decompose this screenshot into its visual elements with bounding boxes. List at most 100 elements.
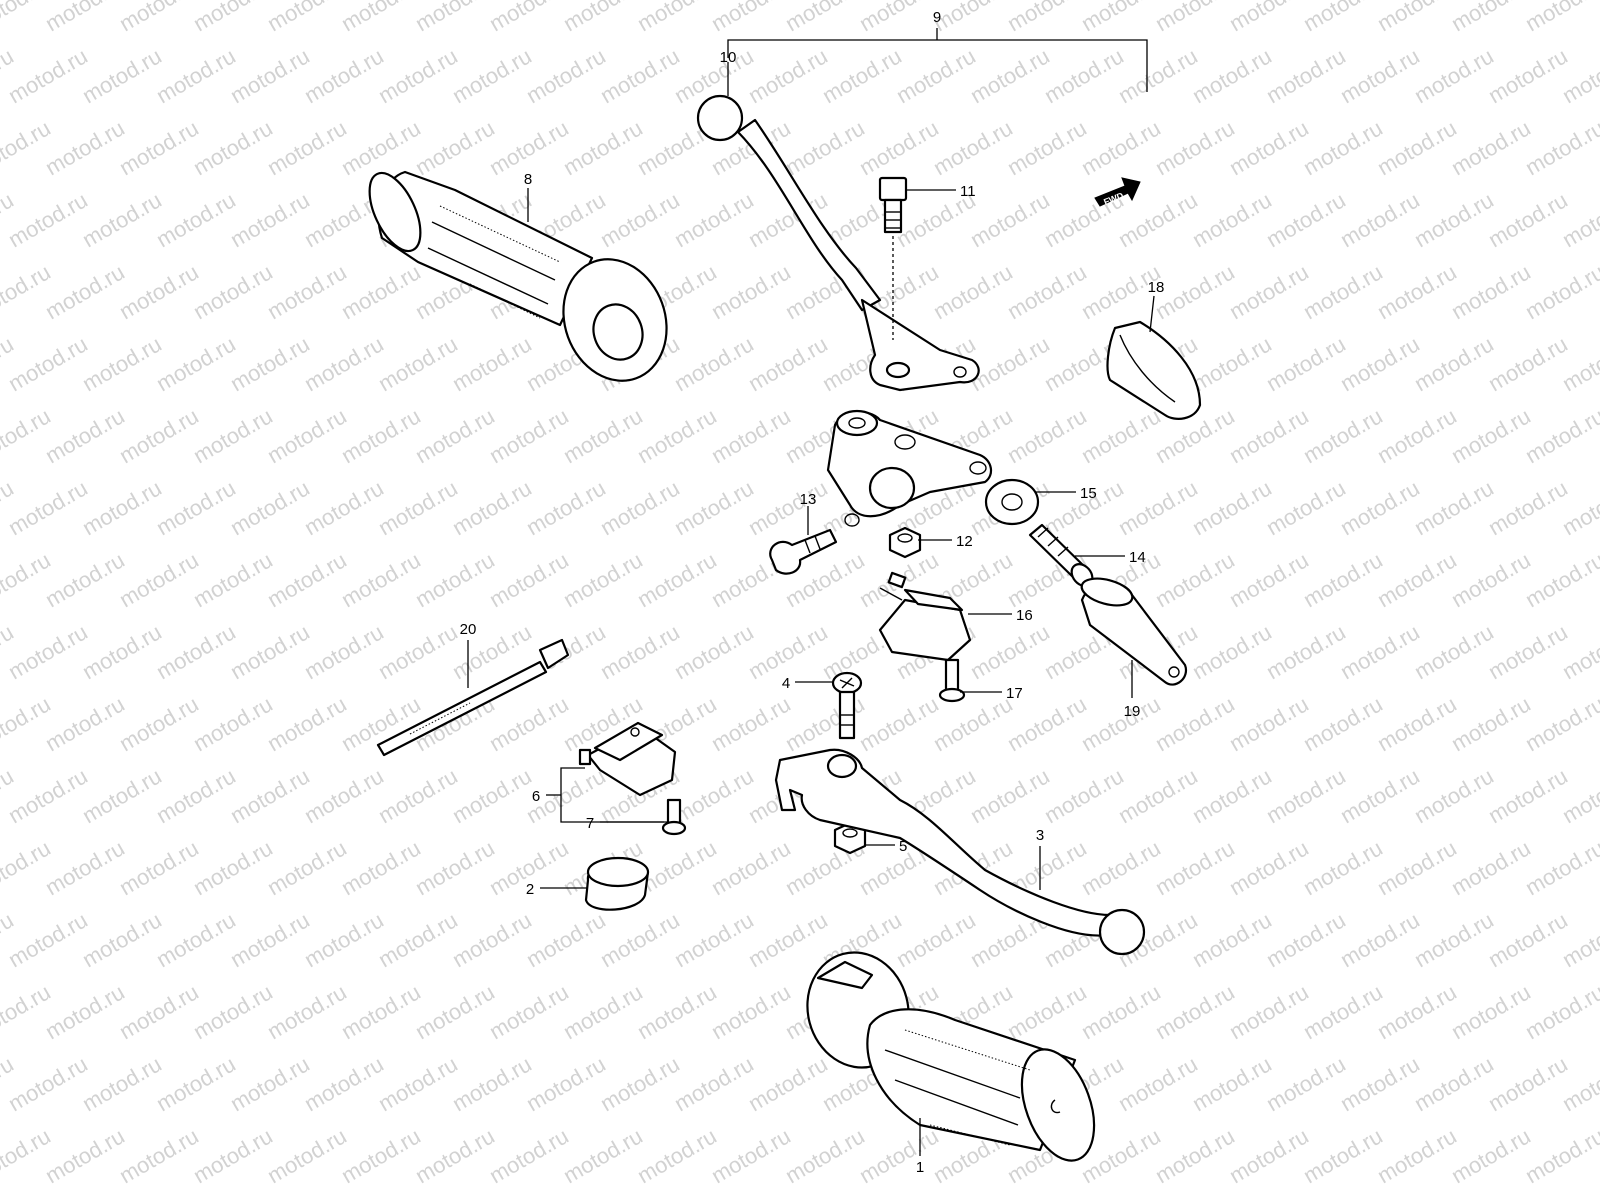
watermark-text: motod.ru (1040, 1195, 1128, 1200)
watermark-text: motod.ru (1040, 43, 1128, 108)
watermark-text: motod.ru (1521, 979, 1600, 1044)
watermark-text: motod.ru (1336, 1195, 1424, 1200)
watermark-text: motod.ru (1003, 259, 1091, 324)
bolt-part-4 (831, 671, 863, 740)
watermark-text: motod.ru (707, 979, 795, 1044)
watermark-text: motod.ru (189, 259, 277, 324)
watermark-text: motod.ru (115, 115, 203, 180)
watermark-text: motod.ru (78, 187, 166, 252)
watermark-text: motod.ru (1114, 1195, 1202, 1200)
watermark-text: motod.ru (929, 259, 1017, 324)
watermark-text: motod.ru (226, 187, 314, 252)
watermark-text: motod.ru (189, 547, 277, 612)
watermark-text: motod.ru (4, 187, 92, 252)
watermark-text: motod.ru (559, 1123, 647, 1188)
watermark-text: motod.ru (744, 1195, 832, 1200)
watermark-text: motod.ru (1151, 691, 1239, 756)
watermark-text: motod.ru (263, 979, 351, 1044)
watermark-text: motod.ru (966, 43, 1054, 108)
switch-part-6 (578, 721, 677, 797)
watermark-text: motod.ru (152, 331, 240, 396)
watermark-text: motod.ru (781, 1123, 869, 1188)
watermark-text: motod.ru (1299, 835, 1387, 900)
callout-11: 11 (960, 183, 976, 200)
watermark-text: motod.ru (1336, 907, 1424, 972)
clutch-lever-part (696, 94, 980, 392)
watermark-text: motod.ru (411, 0, 499, 36)
watermark-text: motod.ru (1225, 115, 1313, 180)
watermark-text: motod.ru (1299, 115, 1387, 180)
watermark-text: motod.ru (1077, 979, 1165, 1044)
callout-15: 15 (1080, 485, 1097, 502)
watermark-text: motod.ru (1484, 1195, 1572, 1200)
watermark-text: motod.ru (189, 1123, 277, 1188)
watermark-text: motod.ru (966, 619, 1054, 684)
watermark-text: motod.ru (485, 1123, 573, 1188)
watermark-text: motod.ru (966, 331, 1054, 396)
watermark-text: motod.ru (152, 475, 240, 540)
watermark-text: motod.ru (263, 259, 351, 324)
watermark-text: motod.ru (300, 475, 388, 540)
watermark-text: motod.ru (485, 0, 573, 36)
watermark-text: motod.ru (1410, 331, 1498, 396)
watermark-text: motod.ru (1447, 115, 1535, 180)
callout-19: 19 (1124, 703, 1141, 720)
callout-16: 16 (1016, 607, 1033, 624)
watermark-text: motod.ru (300, 1051, 388, 1116)
watermark-text: motod.ru (411, 1123, 499, 1188)
watermark-text: motod.ru (559, 403, 647, 468)
watermark-text: motod.ru (596, 187, 684, 252)
watermark-text: motod.ru (226, 331, 314, 396)
watermark-text: motod.ru (707, 1123, 795, 1188)
watermark-text: motod.ru (1151, 979, 1239, 1044)
locknut-part (984, 478, 1040, 526)
watermark-text: motod.ru (1521, 547, 1600, 612)
watermark-text: motod.ru (744, 907, 832, 972)
watermark-text: motod.ru (226, 1195, 314, 1200)
watermark-text: motod.ru (1151, 0, 1239, 36)
watermark-text: motod.ru (411, 115, 499, 180)
watermark-text: motod.ru (1521, 115, 1600, 180)
watermark-text: motod.ru (707, 691, 795, 756)
watermark-text: motod.ru (1299, 979, 1387, 1044)
watermark-text: motod.ru (78, 475, 166, 540)
watermark-text: motod.ru (448, 1195, 536, 1200)
watermark-text: motod.ru (0, 1123, 55, 1188)
watermark-text: motod.ru (0, 1195, 18, 1200)
watermark-text: motod.ru (1188, 763, 1276, 828)
callout-18: 18 (1148, 279, 1165, 296)
watermark-text: motod.ru (263, 0, 351, 36)
watermark-text: motod.ru (152, 763, 240, 828)
watermark-text: motod.ru (1336, 763, 1424, 828)
watermark-text: motod.ru (448, 763, 536, 828)
watermark-text: motod.ru (1410, 1051, 1498, 1116)
watermark-text: motod.ru (263, 403, 351, 468)
watermark-text: motod.ru (781, 691, 869, 756)
cover-part (1106, 320, 1202, 420)
watermark-text: motod.ru (411, 835, 499, 900)
watermark-text: motod.ru (707, 835, 795, 900)
watermark-text: motod.ru (300, 907, 388, 972)
watermark-text: motod.ru (1373, 0, 1461, 36)
watermark-text: motod.ru (559, 979, 647, 1044)
watermark-text: motod.ru (1373, 1123, 1461, 1188)
watermark-text: motod.ru (1521, 0, 1600, 36)
watermark-text: motod.ru (226, 619, 314, 684)
watermark-text: motod.ru (1188, 331, 1276, 396)
watermark-text: motod.ru (596, 475, 684, 540)
watermark-text: motod.ru (1484, 763, 1572, 828)
brake-lever-part (774, 748, 1146, 956)
watermark-text: motod.ru (1262, 331, 1350, 396)
watermark-text: motod.ru (0, 547, 55, 612)
watermark-text: motod.ru (1595, 0, 1600, 36)
watermark-text: motod.ru (670, 331, 758, 396)
watermark-text: motod.ru (1262, 1195, 1350, 1200)
watermark-text: motod.ru (0, 259, 55, 324)
callout-4: 4 (782, 675, 790, 692)
watermark-text: motod.ru (892, 907, 980, 972)
watermark-text: motod.ru (1077, 0, 1165, 36)
watermark-text: motod.ru (448, 1051, 536, 1116)
watermark-text: motod.ru (1484, 475, 1572, 540)
watermark-text: motod.ru (78, 619, 166, 684)
watermark-text: motod.ru (1299, 547, 1387, 612)
